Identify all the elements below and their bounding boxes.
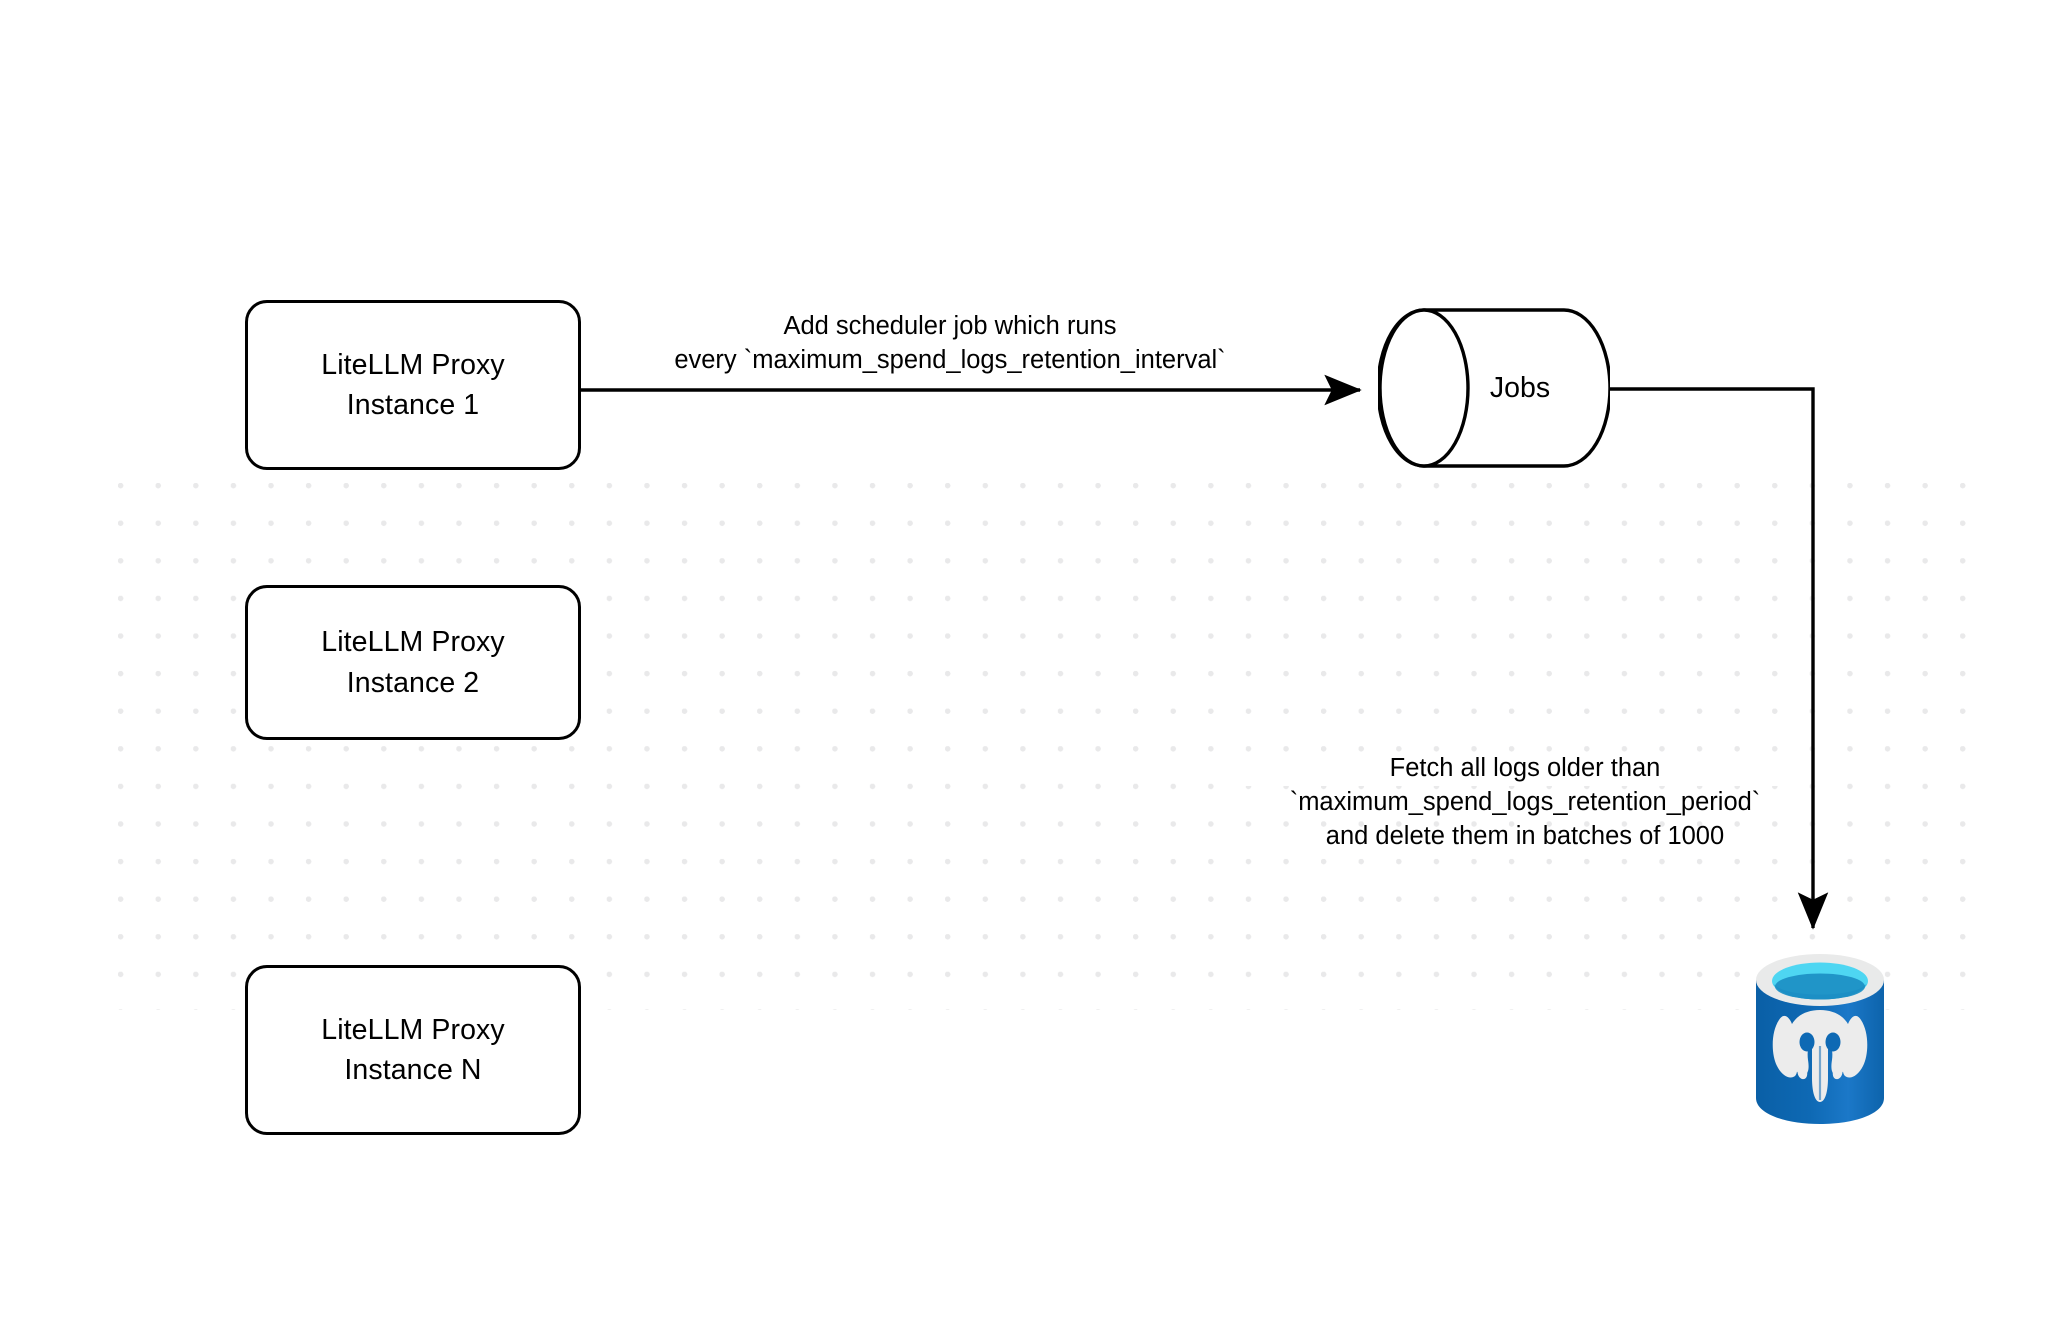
node-line-2: Instance 1 — [346, 389, 480, 421]
edge-label-line-2: `maximum_spend_logs_retention_period` — [1289, 787, 1761, 816]
postgresql-database-icon — [1756, 954, 1884, 1124]
edge-jobs-to-postgres — [1610, 387, 1829, 930]
edge-label-line-3: and delete them in batches of 1000 — [1325, 821, 1725, 850]
edge-label-line-1: Fetch all logs older than — [1245, 752, 1805, 786]
node-line-1: LiteLLM Proxy — [321, 1013, 505, 1046]
jobs-cylinder-shape — [1378, 308, 1610, 468]
node-line-1: LiteLLM Proxy — [321, 626, 505, 659]
node-line-2: Instance 2 — [346, 666, 480, 699]
node-line-2: Instance N — [344, 1054, 482, 1086]
edge-label-scheduler: Add scheduler job which runs every `maxi… — [600, 310, 1300, 378]
edge-label-line-2: every `maximum_spend_logs_retention_inte… — [674, 345, 1226, 374]
edge-label-fetch-delete: Fetch all logs older than `maximum_spend… — [1245, 752, 1805, 854]
edge-label-line-1: Add scheduler job which runs — [600, 310, 1300, 344]
jobs-node-label: Jobs — [1378, 307, 1610, 469]
jobs-label-text: Jobs — [1489, 371, 1551, 404]
node-litellm-proxy-instance-n[interactable]: LiteLLM Proxy Instance N — [245, 965, 581, 1135]
node-litellm-proxy-instance-2[interactable]: LiteLLM Proxy Instance 2 — [245, 585, 581, 740]
dot-grid-background — [118, 483, 1973, 1010]
node-litellm-proxy-instance-1[interactable]: LiteLLM Proxy Instance 1 — [245, 300, 581, 470]
node-line-1: LiteLLM Proxy — [321, 348, 505, 381]
